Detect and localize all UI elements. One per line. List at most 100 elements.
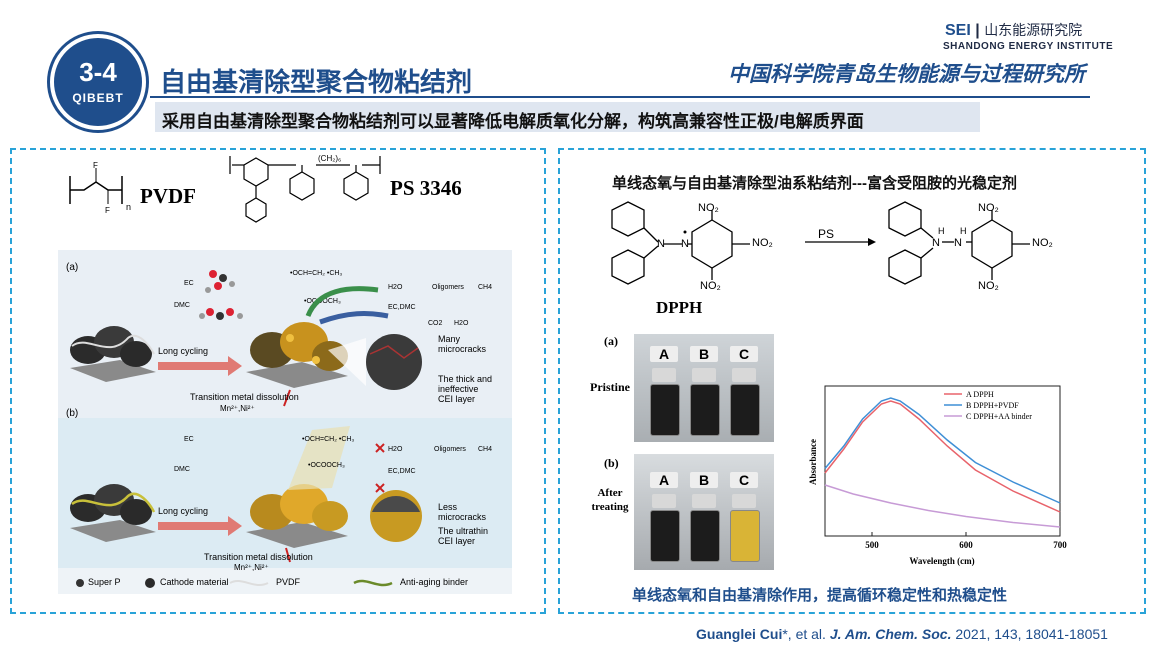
right-heading: 单线态氧与自由基清除型油系粘结剂---富含受阻胺的光稳定剂 <box>612 175 1017 192</box>
brand-sei-abbr: SEI <box>945 22 971 39</box>
less-text: Less <box>438 502 458 512</box>
page-subtitle: 采用自由基清除型聚合物粘结剂可以显著降低电解质氧化分解，构筑高兼容性正极/电解质… <box>162 112 864 131</box>
dmc-label-b: DMC <box>174 466 190 473</box>
section-badge: 3-4 QIBEBT <box>50 34 146 130</box>
svg-text:N: N <box>657 238 665 250</box>
long-cycling-label-b: Long cycling <box>158 506 209 516</box>
long-cycling-label-a: Long cycling <box>158 346 209 356</box>
oligomers-label-a: Oligomers <box>432 284 464 291</box>
pvdf-structure: F F n <box>69 161 131 215</box>
x-tick-label-0: 500 <box>865 540 879 550</box>
svg-text:H: H <box>938 226 945 236</box>
svg-text:F: F <box>105 206 110 215</box>
molecules-a <box>199 270 243 320</box>
thick-cei-label: The thick and ineffective CEI layer <box>438 374 492 404</box>
pvdf-label: PVDF <box>140 184 196 208</box>
citation-details: 2021, 143, 18041-18051 <box>955 626 1108 642</box>
radical-text-b1: •OCH=CH₂ •CH₃ <box>302 436 355 443</box>
ultrathin-cei-label: The ultrathin CEI layer <box>438 526 488 546</box>
svg-text:n: n <box>126 202 131 212</box>
ch4-label-a: CH4 <box>478 284 493 291</box>
legend-entry-0: A DPPH <box>966 390 994 399</box>
vial-a-after: A <box>650 472 680 562</box>
ions-label-b: Mn²⁺,Ni²⁺ <box>234 563 269 572</box>
vial-b-after: B <box>690 472 720 562</box>
no2-label-1: NO₂ <box>698 202 719 214</box>
series-line-0 <box>824 400 1061 513</box>
brand-sei-cn: 山东能源研究院 <box>984 22 1083 38</box>
no2-label-3: NO₂ <box>700 280 721 292</box>
badge-number: 3-4 <box>79 57 117 87</box>
mechanism-figure: (a) (b) EC DMC •OCH=CH₂ •CH₃ •OCOOCH₃ H2… <box>58 250 512 594</box>
microcracks-text-a: microcracks <box>438 344 487 354</box>
vial-label: C <box>730 346 758 362</box>
ch4-label-b: CH4 <box>478 446 493 453</box>
vial-c-pristine: C <box>730 346 760 436</box>
no2-label-5: NO₂ <box>1032 237 1053 249</box>
series-line-1 <box>824 397 1061 504</box>
svg-text:N: N <box>681 238 689 250</box>
vial-c-after: C <box>730 472 760 562</box>
tick-layer: 500 600 700 <box>865 532 1067 550</box>
photo-b-label: (b) <box>604 456 619 470</box>
h2o-label-a2: H2O <box>454 320 469 327</box>
dpph-reaction-scheme: N N N N H H <box>611 201 1030 285</box>
ps-arrow-label: PS <box>818 227 835 241</box>
vial-label: C <box>730 472 758 488</box>
microcracks-text-b: microcracks <box>438 512 487 522</box>
oligomers-label-b: Oligomers <box>434 446 466 453</box>
ec-label-a: EC <box>184 280 194 287</box>
vial-label: B <box>690 346 718 362</box>
ec-label-b: EC <box>184 436 194 443</box>
citation: Guanglei Cui*, et al. J. Am. Chem. Soc. … <box>696 626 1108 642</box>
panel-b-label: (b) <box>66 408 79 419</box>
ultra-text-2: CEI layer <box>438 536 476 546</box>
x-tick-label-2: 700 <box>1053 540 1067 550</box>
vial-label: A <box>650 472 678 488</box>
ions-label-a: Mn²⁺,Ni²⁺ <box>220 404 255 413</box>
citation-author: Guanglei Cui <box>696 626 783 642</box>
pristine-photo: A B C <box>634 334 774 442</box>
h2o-label-a: H2O <box>388 284 403 291</box>
page-title: 自由基清除型聚合物粘结剂 <box>160 67 473 97</box>
dpph-label: DPPH <box>656 298 703 317</box>
brand-cas-calligraphy: 中国科学院青岛生物能源与过程研究所 <box>728 61 1085 86</box>
x-tick-label-1: 600 <box>959 540 973 550</box>
svg-text:N: N <box>954 237 962 249</box>
series-layer <box>824 397 1061 528</box>
thick-text-1: The thick and <box>438 374 493 384</box>
subtitle-bar <box>155 102 980 132</box>
brand-sei: SEI | 山东能源研究院 <box>945 22 1083 39</box>
y-axis-label: Absorbance <box>808 439 818 485</box>
ecdmc-label-b: EC,DMC <box>388 468 416 475</box>
legend-entry-1: B DPPH+PVDF <box>966 401 1019 410</box>
vial-a-pristine: A <box>650 346 680 436</box>
pristine-label: Pristine <box>590 380 630 394</box>
ultra-text-1: The ultrathin <box>438 526 489 536</box>
badge-org: QIBEBT <box>72 91 124 105</box>
vial-b-pristine: B <box>690 346 720 436</box>
no2-label-4: NO₂ <box>978 202 999 214</box>
tmd-label-b: Transition metal dissolution <box>204 552 313 562</box>
thick-text-3: CEI layer <box>438 394 476 404</box>
many-microcracks-label: Many microcracks <box>438 334 486 354</box>
chart-legend: A DPPH B DPPH+PVDF C DPPH+AA binder <box>944 390 1032 421</box>
photo-a-label: (a) <box>604 334 618 348</box>
radical-text-a2: •OCOOCH₃ <box>304 298 341 305</box>
svg-text:F: F <box>93 161 98 170</box>
citation-journal: J. Am. Chem. Soc. <box>829 626 952 642</box>
citation-rest: *, et al. <box>782 626 826 642</box>
legend-anti-aging: Anti-aging binder <box>400 577 469 587</box>
treating-text: treating <box>591 501 629 513</box>
radical-text-a1: •OCH=CH₂ •CH₃ <box>290 270 343 277</box>
after-treating-label: After treating <box>590 486 630 514</box>
legend-entry-2: C DPPH+AA binder <box>966 412 1032 421</box>
less-microcracks-label: Less microcracks <box>438 502 486 522</box>
no2-label-2: NO₂ <box>752 237 773 249</box>
mechanism-drawing <box>70 286 422 588</box>
svg-text:(CH₂)₆: (CH₂)₆ <box>318 154 341 163</box>
thick-text-2: ineffective <box>438 384 479 394</box>
radical-text-b2: •OCOOCH₃ <box>308 462 345 469</box>
legend-cathode: Cathode material <box>160 577 229 587</box>
brand-en: SHANDONG ENERGY INSTITUTE <box>943 41 1114 52</box>
